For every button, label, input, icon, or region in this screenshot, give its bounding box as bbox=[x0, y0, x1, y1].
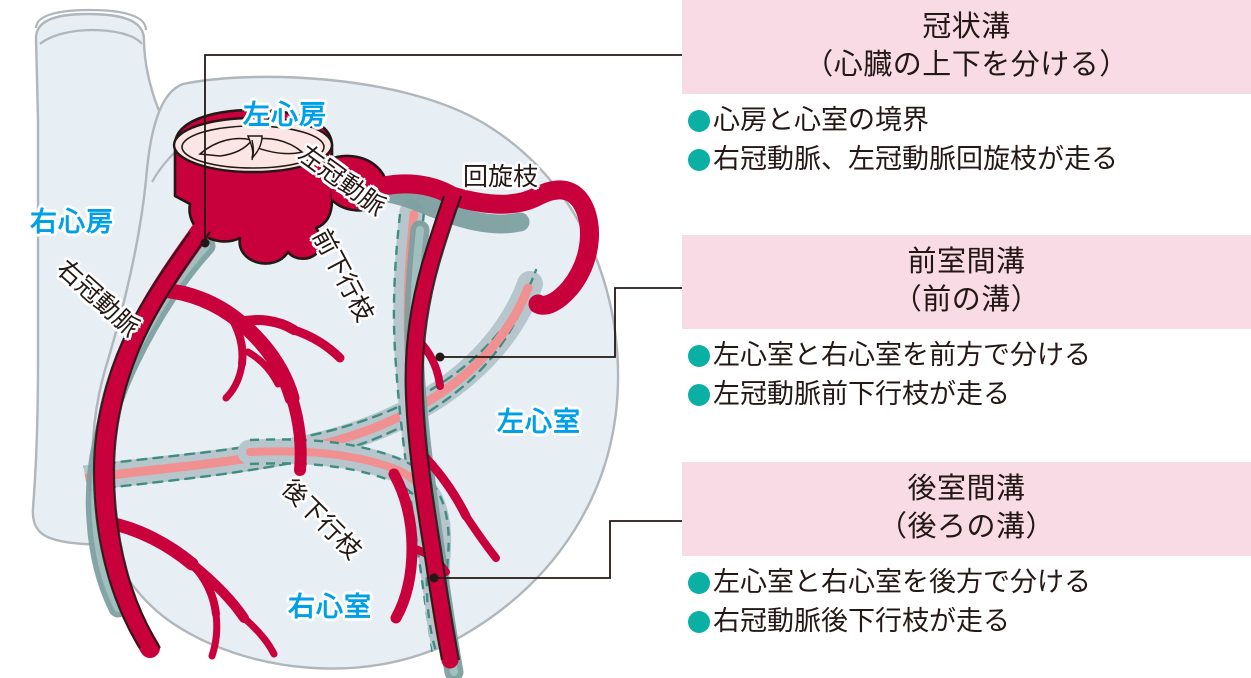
leader-posterior-sulcus bbox=[434, 520, 682, 579]
coronary-arteries bbox=[94, 174, 599, 669]
aortic-root bbox=[172, 108, 388, 265]
panel-posterior-sulcus-title: 後室間溝 bbox=[907, 473, 1026, 505]
bullet-text: 左心室と右心室を後方で分ける bbox=[713, 567, 1091, 598]
heart-illustration bbox=[31, 8, 682, 678]
panel-anterior-sulcus-header: 前室間溝 （前の溝） bbox=[682, 235, 1251, 330]
bullet-dot-icon bbox=[688, 572, 710, 595]
panel-anterior-interventricular-sulcus: 前室間溝 （前の溝） 左心室と右心室を前方で分ける 左冠動脈前下行枝が走る bbox=[682, 235, 1251, 416]
panel-posterior-sulcus-subtitle: （後ろの溝） bbox=[877, 510, 1055, 543]
leader-dot-posterior-sulcus bbox=[429, 573, 439, 583]
panel-coronary-sulcus-header: 冠状溝 （心臓の上下を分ける） bbox=[682, 0, 1251, 95]
panel-anterior-sulcus-title: 前室間溝 bbox=[907, 246, 1026, 278]
bullet-item: 右冠動脈後下行枝が走る bbox=[688, 604, 1251, 640]
heart-diagram: 右心房 左心房 左心室 右心室 右冠動脈 左冠動脈 回旋枝 前下行枝 後下行枝 bbox=[30, 8, 682, 678]
artery-outlines bbox=[92, 195, 463, 661]
panel-coronary-sulcus: 冠状溝 （心臓の上下を分ける） 心房と心室の境界 右冠動脈、左冠動脈回旋枝が走る bbox=[682, 0, 1251, 181]
bullet-text: 右冠動脈後下行枝が走る bbox=[713, 606, 1010, 636]
bullet-text: 右冠動脈、左冠動脈回旋枝が走る bbox=[713, 144, 1118, 174]
bullet-dot-icon bbox=[688, 611, 710, 633]
bullet-dot-icon bbox=[688, 384, 710, 406]
panel-coronary-sulcus-body: 心房と心室の境界 右冠動脈、左冠動脈回旋枝が走る bbox=[682, 94, 1251, 177]
bullet-item: 左心室と右心室を前方で分ける bbox=[688, 338, 1251, 374]
bullet-dot-icon bbox=[688, 149, 710, 171]
panel-posterior-sulcus-header: 後室間溝 （後ろの溝） bbox=[682, 462, 1251, 557]
bullet-item: 右冠動脈、左冠動脈回旋枝が走る bbox=[688, 142, 1251, 178]
leader-dot-anterior-sulcus bbox=[435, 352, 445, 362]
bullet-dot-icon bbox=[688, 345, 710, 368]
bullet-dot-icon bbox=[688, 110, 710, 133]
panel-posterior-interventricular-sulcus: 後室間溝 （後ろの溝） 左心室と右心室を後方で分ける 右冠動脈後下行枝が走る bbox=[682, 462, 1251, 643]
leader-lines bbox=[204, 54, 682, 579]
panel-coronary-sulcus-subtitle: （心臓の上下を分ける） bbox=[804, 48, 1129, 81]
leader-anterior-sulcus bbox=[440, 287, 682, 358]
panel-posterior-sulcus-body: 左心室と右心室を後方で分ける 右冠動脈後下行枝が走る bbox=[682, 556, 1251, 639]
bullet-item: 左心室と右心室を後方で分ける bbox=[688, 565, 1251, 601]
leader-dots bbox=[200, 238, 445, 583]
panel-anterior-sulcus-subtitle: （前の溝） bbox=[892, 283, 1041, 316]
coronary-sulcus-band bbox=[80, 268, 543, 494]
bullet-text: 心房と心室の境界 bbox=[713, 105, 929, 136]
panel-coronary-sulcus-title: 冠状溝 bbox=[922, 11, 1011, 43]
leader-coronary-sulcus bbox=[204, 54, 682, 243]
bullet-item: 心房と心室の境界 bbox=[688, 103, 1251, 139]
bullet-item: 左冠動脈前下行枝が走る bbox=[688, 377, 1251, 413]
leader-dot-coronary-sulcus bbox=[200, 238, 210, 248]
bullet-text: 左冠動脈前下行枝が走る bbox=[713, 379, 1010, 409]
sulci-info-panels: 冠状溝 （心臓の上下を分ける） 心房と心室の境界 右冠動脈、左冠動脈回旋枝が走る… bbox=[682, 0, 1251, 678]
panel-anterior-sulcus-body: 左心室と右心室を前方で分ける 左冠動脈前下行枝が走る bbox=[682, 329, 1251, 412]
bullet-text: 左心室と右心室を前方で分ける bbox=[713, 340, 1091, 371]
